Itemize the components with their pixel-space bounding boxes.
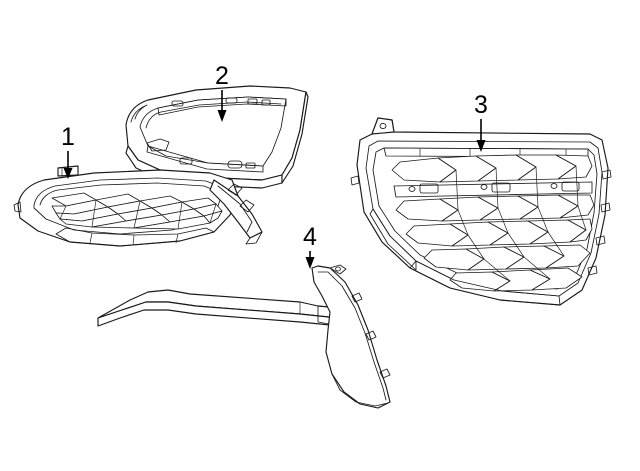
callout-4-arrowhead (305, 257, 315, 269)
part-1-lower-left-grille[interactable] (13, 165, 263, 247)
part-3-mesh (391, 154, 595, 292)
callout-3: 3 (474, 91, 488, 152)
part-2-grille-surround-bezel[interactable] (125, 85, 309, 189)
callout-2-number: 2 (215, 62, 229, 90)
callout-4: 4 (303, 223, 317, 269)
callout-2: 2 (215, 62, 229, 122)
callout-3-number: 3 (474, 91, 488, 119)
callout-1: 1 (61, 123, 75, 179)
part-4-corner-trim-molding[interactable] (97, 264, 391, 409)
callout-1-number: 1 (61, 123, 75, 151)
callout-1-arrowhead (63, 168, 73, 179)
part-1-mesh (51, 192, 223, 230)
part-3-main-radiator-grille[interactable] (350, 117, 612, 306)
callout-3-arrowhead (476, 140, 486, 152)
callout-2-arrowhead (217, 110, 227, 122)
callout-4-number: 4 (303, 223, 317, 251)
